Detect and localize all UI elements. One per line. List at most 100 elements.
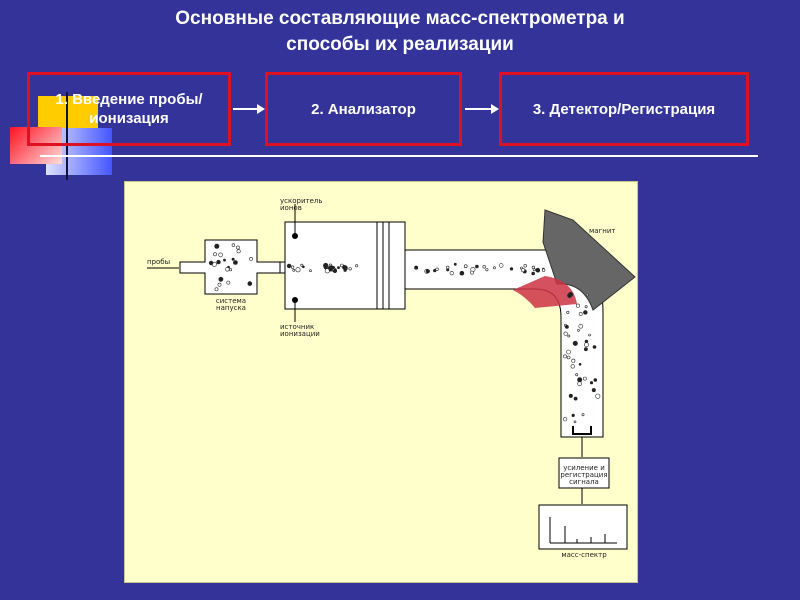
ion-particle	[217, 282, 222, 287]
ion-particle	[509, 267, 514, 271]
ion-particle	[566, 355, 571, 360]
ion-particle	[355, 264, 359, 268]
ion-particle	[577, 377, 583, 383]
deco-vline	[66, 92, 68, 180]
arrow-2-to-3-icon	[465, 104, 499, 114]
ion-particle	[578, 363, 582, 366]
ion-particle	[572, 340, 578, 346]
page-title: Основные составляющие масс-спектрометра …	[0, 6, 800, 58]
ion-particle	[578, 312, 583, 316]
title-line-1: Основные составляющие масс-спектрометра …	[175, 8, 625, 29]
ion-particle	[425, 269, 430, 274]
ion-particle	[566, 310, 570, 314]
ion-particle	[433, 268, 437, 273]
ion-particle	[577, 329, 580, 332]
step-2-analyzer: 2. Анализатор	[265, 72, 462, 146]
ion-particle	[342, 265, 347, 270]
sample-label: пробы	[147, 258, 171, 266]
ion-particle	[531, 271, 536, 276]
ion-particle	[332, 268, 338, 273]
ion-particle	[213, 252, 217, 257]
ion-particle	[567, 334, 571, 338]
ion-particle	[231, 243, 236, 247]
arrow-1-to-2-icon	[233, 104, 265, 114]
ion-particle	[214, 243, 220, 249]
ion-particle	[309, 269, 312, 272]
ion-particle	[575, 303, 580, 308]
amplifier-label: усиление и регистрация сигнала	[560, 464, 608, 486]
ion-particle	[520, 268, 525, 273]
ion-particle	[286, 263, 292, 269]
ion-particle	[591, 388, 596, 393]
ion-particle	[295, 267, 301, 273]
ion-source-label: источник ионизации	[280, 323, 320, 338]
ion-particle	[589, 381, 594, 385]
step-1-label: 1. Введение пробы/ионизация	[55, 91, 203, 127]
ion-particle	[229, 268, 233, 272]
ion-particle	[577, 381, 582, 386]
ion-particle	[584, 342, 589, 348]
ion-particle	[583, 310, 588, 315]
step-2-label: 2. Анализатор	[311, 100, 416, 118]
step-3-label: 3. Детектор/Регистрация	[532, 100, 716, 118]
amplifier-box	[558, 457, 610, 489]
step-1-sample-ionization: 1. Введение пробы/ионизация	[27, 72, 231, 146]
spectrum-label: масс-спектр	[561, 551, 607, 559]
ion-particle	[584, 305, 588, 309]
ion-particle	[564, 324, 569, 329]
ion-particle	[541, 268, 546, 272]
ion-particle	[563, 331, 568, 336]
ion-particle	[531, 265, 536, 269]
ion-particle	[328, 265, 334, 271]
accelerator-label: ускоритель ионов	[280, 197, 323, 212]
ion-particle	[578, 323, 584, 329]
ion-particle	[563, 354, 567, 359]
ion-particle	[446, 268, 450, 272]
ion-particle	[236, 245, 240, 250]
ion-particle	[582, 376, 587, 381]
ion-particle	[208, 260, 214, 266]
ion-particle	[499, 263, 504, 268]
ion-particle	[567, 293, 572, 298]
ion-particle	[492, 266, 496, 270]
magnet-label: магнит	[589, 227, 616, 235]
ion-particle	[348, 267, 352, 271]
ion-particle	[214, 287, 219, 292]
ion-particle	[571, 413, 575, 417]
ion-particle	[291, 265, 295, 269]
ion-particle	[223, 258, 226, 262]
ion-particle	[595, 393, 601, 399]
ion-particle	[563, 417, 568, 422]
ion-particle	[463, 264, 468, 268]
ion-particle	[570, 364, 575, 369]
ion-particle	[581, 413, 585, 417]
ion-particle	[485, 268, 489, 272]
ion-particle	[449, 270, 454, 276]
ion-particle	[592, 345, 597, 349]
divider-line	[40, 155, 758, 157]
ion-particle	[459, 270, 465, 276]
ion-particle	[233, 260, 238, 265]
ion-particle	[236, 249, 241, 254]
ion-particle	[249, 257, 253, 261]
ion-particle	[218, 252, 223, 258]
ion-particle	[470, 270, 474, 275]
ion-particle	[571, 358, 576, 363]
ion-particle	[482, 265, 486, 269]
ion-particle	[292, 268, 296, 272]
ion-particle	[593, 378, 598, 382]
ion-particle	[566, 349, 571, 355]
ion-particle	[414, 265, 418, 270]
ion-particle	[535, 267, 541, 273]
inlet-system-label: система напуска	[215, 297, 247, 312]
ion-particle	[226, 280, 231, 285]
ion-particles	[208, 243, 601, 424]
mass-spectrometer-diagram: пробы система напуска ускоритель ионов и…	[124, 181, 638, 583]
ion-particle	[323, 262, 329, 269]
ion-particle	[302, 265, 305, 269]
step-3-detector: 3. Детектор/Регистрация	[499, 72, 749, 146]
ion-particle	[583, 347, 588, 352]
ion-particle	[573, 420, 577, 424]
ion-particle	[225, 267, 230, 272]
ion-particle	[475, 264, 479, 269]
